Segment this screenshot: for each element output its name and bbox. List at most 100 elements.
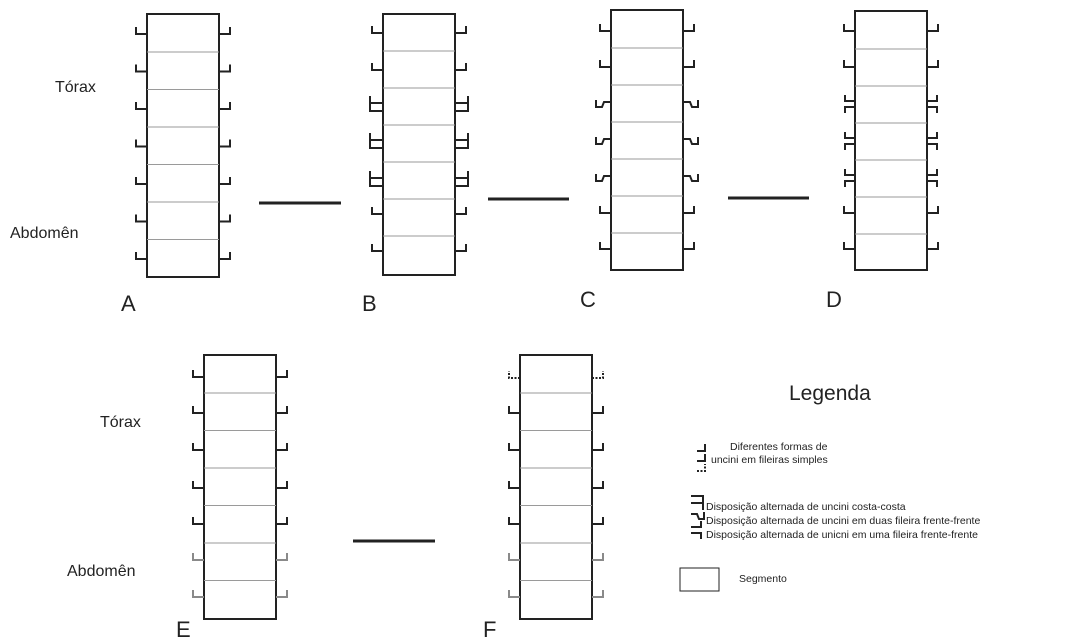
torax-label-bottom: Tórax xyxy=(100,414,141,431)
uncinus-icon xyxy=(135,27,147,35)
uncinus-icon xyxy=(683,242,695,250)
panel-label-f: F xyxy=(483,617,497,642)
uncinus-icon xyxy=(843,24,855,32)
torax-label-top: Tórax xyxy=(55,79,96,96)
uncinus-icon xyxy=(508,553,520,561)
uncinus-icon xyxy=(927,206,939,214)
uncinus-icon xyxy=(219,102,231,110)
bracket-uncinus-icon xyxy=(691,495,704,510)
uncinus-icon xyxy=(592,371,604,379)
uncinus-icon xyxy=(192,517,204,525)
uncinus-icon xyxy=(276,370,288,378)
uncinus-icon xyxy=(219,27,231,35)
uncinus-icon xyxy=(276,443,288,451)
uncinus-icon xyxy=(683,137,699,145)
worm-body xyxy=(519,354,593,620)
legend-symbols xyxy=(679,444,720,592)
uncinus-icon xyxy=(508,481,520,489)
uncinus-icon xyxy=(135,64,147,73)
uncinus-icon xyxy=(135,102,147,110)
worm-e xyxy=(192,354,288,620)
uncinus-icon xyxy=(219,64,231,73)
legend-alt-back-to-back: Disposição alternada de uncini costa-cos… xyxy=(706,501,906,513)
worm-f xyxy=(508,354,604,620)
uncinus-icon xyxy=(599,60,611,68)
uncinus-icon xyxy=(135,252,147,260)
uncinus-icon xyxy=(595,137,611,145)
worm-a xyxy=(135,13,231,278)
uncinus-icon xyxy=(508,406,520,414)
panel-label-b: B xyxy=(362,291,377,316)
abdomen-label-top: Abdomên xyxy=(10,225,79,242)
worm-body xyxy=(610,9,684,271)
simple-uncinus-icon xyxy=(697,454,706,462)
uncinus-icon xyxy=(843,60,855,68)
uncinus-icon xyxy=(192,443,204,451)
legend-forms-line1: Diferentes formas de xyxy=(730,441,828,453)
worm-body xyxy=(854,10,928,271)
uncinus-icon xyxy=(683,60,695,68)
uncinus-icon xyxy=(455,26,467,34)
uncinus-icon xyxy=(455,96,469,112)
segment-symbol xyxy=(679,567,720,592)
legend-segment-label: Segmento xyxy=(739,573,787,585)
uncinus-icon xyxy=(455,171,469,187)
panel-label-d: D xyxy=(826,287,842,312)
uncinus-icon xyxy=(595,100,611,108)
worm-c xyxy=(595,9,699,271)
uncinus-icon xyxy=(599,24,611,32)
uncinus-icon xyxy=(599,206,611,214)
simple-uncinus-icon xyxy=(697,444,706,452)
uncinus-icon xyxy=(927,95,938,113)
panel-label-c: C xyxy=(580,287,596,312)
uncinus-icon xyxy=(927,132,938,150)
uncinus-icon xyxy=(927,169,938,187)
uncinus-icon xyxy=(683,24,695,32)
legend-forms-line2: uncini em fileiras simples xyxy=(711,454,828,466)
uncinus-icon xyxy=(192,553,204,561)
uncinus-icon xyxy=(219,252,231,260)
uncinus-icon xyxy=(371,63,383,71)
uncinus-icon xyxy=(683,174,699,182)
zig-uncinus-icon xyxy=(691,512,705,520)
uncinus-icon xyxy=(592,481,604,489)
uncinus-icon xyxy=(508,371,520,379)
worm-body xyxy=(203,354,277,620)
uncinus-icon xyxy=(276,406,288,414)
uncinus-icon xyxy=(843,242,855,250)
uncinus-icon xyxy=(369,133,383,149)
uncinus-icon xyxy=(592,553,604,561)
uncinus-icon xyxy=(192,370,204,378)
uncinus-icon xyxy=(135,177,147,185)
uncinus-icon xyxy=(276,553,288,561)
uncinus-icon xyxy=(927,242,939,250)
uncinus-icon xyxy=(592,443,604,451)
uncinus-icon xyxy=(455,63,467,71)
worm-body xyxy=(146,13,220,278)
uncinus-icon xyxy=(192,406,204,414)
panel-label-a: A xyxy=(121,291,136,316)
uncinus-icon xyxy=(683,206,695,214)
uncinus-icon xyxy=(371,26,383,34)
uncinus-icon xyxy=(455,133,469,149)
panel-label-e: E xyxy=(176,617,191,642)
legend-alt-one-row: Disposição alternada de unicni em uma fi… xyxy=(706,529,978,541)
uncinus-icon xyxy=(927,60,939,68)
worm-body xyxy=(382,13,456,276)
abdomen-label-bottom: Abdomên xyxy=(67,563,136,580)
uncinus-icon xyxy=(592,517,604,525)
uncinus-icon xyxy=(508,590,520,598)
uncinus-icon xyxy=(219,177,231,185)
uncinus-icon xyxy=(844,132,855,150)
uncinus-icon xyxy=(927,24,939,32)
worm-b xyxy=(369,13,469,276)
worm-d xyxy=(843,10,939,271)
uncinus-icon xyxy=(371,207,383,215)
uncinus-icon xyxy=(276,481,288,489)
uncinus-icon xyxy=(844,95,855,113)
uncinus-icon xyxy=(844,169,855,187)
uncinus-icon xyxy=(595,174,611,182)
uncinus-icon xyxy=(192,481,204,489)
legend-alt-two-rows: Disposição alternada de uncini em duas f… xyxy=(706,515,981,527)
